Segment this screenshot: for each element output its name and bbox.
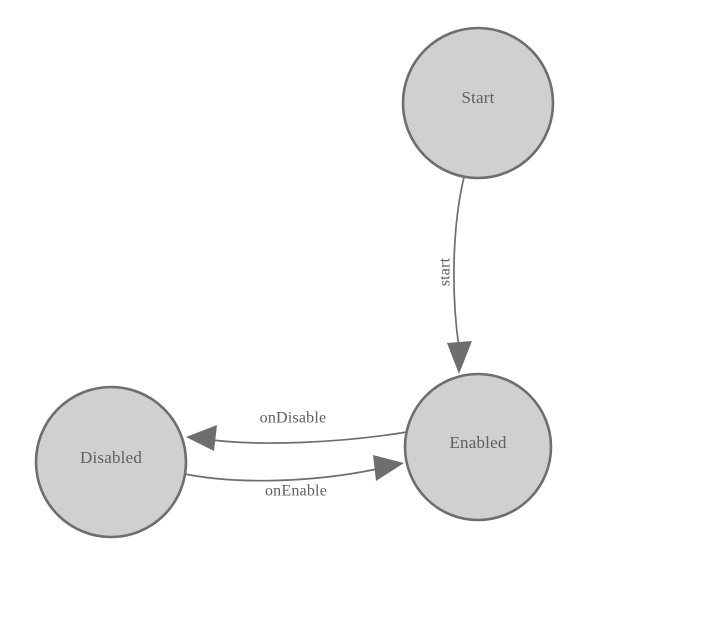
arrowhead-into-enabled-left	[373, 455, 404, 481]
edge-label-start: start	[437, 257, 454, 286]
node-start-label: Start	[461, 88, 494, 107]
node-start[interactable]: Start	[401, 26, 555, 180]
edge-enabled-to-disabled[interactable]: onDisable	[186, 410, 408, 451]
node-enabled-circle	[403, 372, 553, 522]
node-disabled-circle	[34, 385, 188, 539]
arrowhead-into-enabled-top	[447, 341, 472, 374]
node-disabled-label: Disabled	[80, 448, 142, 467]
node-disabled[interactable]: Disabled	[34, 385, 188, 539]
edge-label-ondisable: onDisable	[260, 410, 327, 427]
node-enabled-label: Enabled	[449, 433, 506, 452]
edge-disabled-to-enabled[interactable]: onEnable	[179, 455, 404, 500]
node-enabled[interactable]: Enabled	[403, 372, 553, 522]
edge-start-to-enabled[interactable]: start	[437, 176, 472, 374]
edge-path-start-to-enabled	[453, 176, 465, 349]
arrowhead-into-disabled	[186, 425, 217, 451]
edge-label-onenable: onEnable	[265, 483, 327, 500]
edge-path-enabled-to-disabled	[211, 431, 408, 444]
edge-path-disabled-to-enabled	[179, 468, 378, 482]
node-start-circle	[401, 26, 555, 180]
